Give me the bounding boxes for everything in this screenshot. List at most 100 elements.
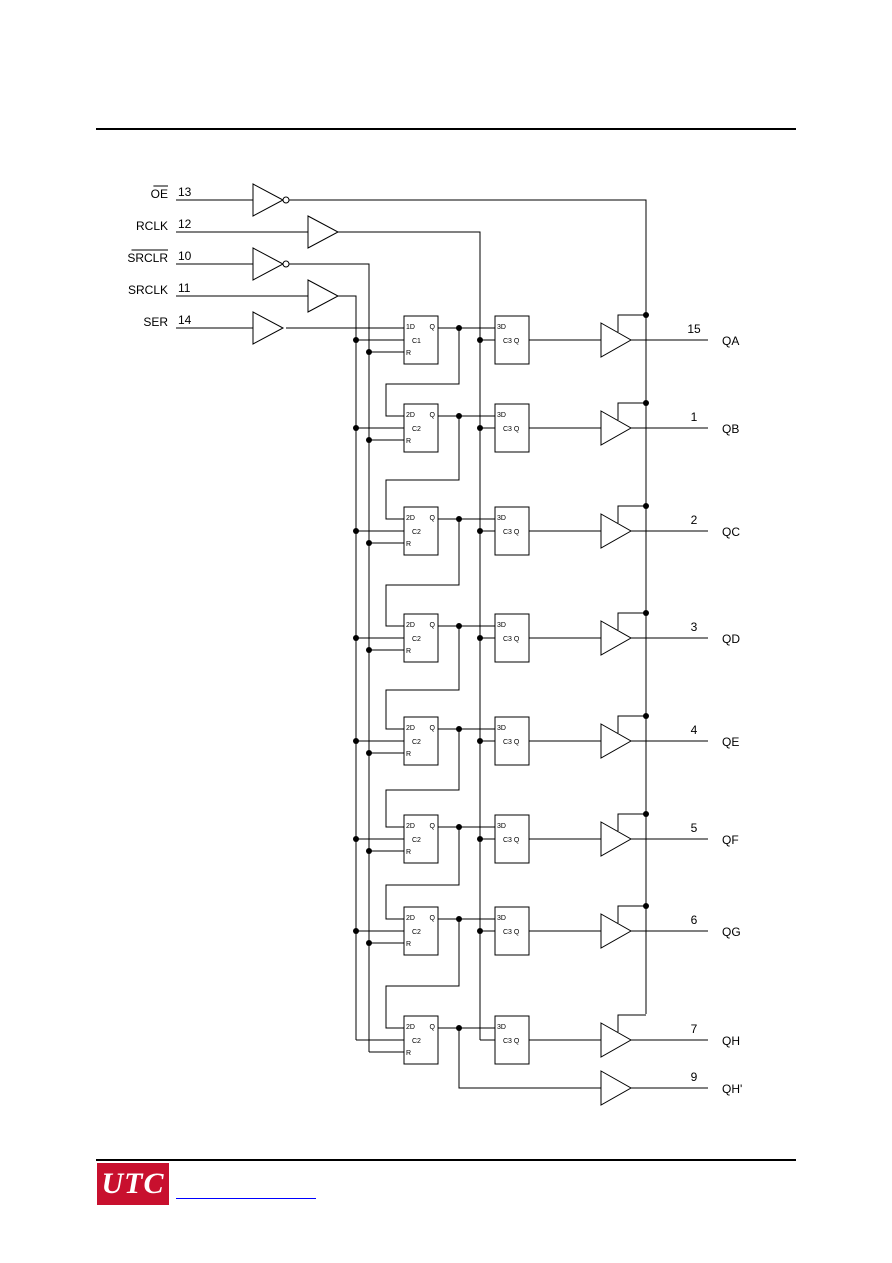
ff-clk-label: C2: [412, 529, 421, 536]
ff-q-label: Q: [430, 515, 436, 522]
rclk-junction: [477, 635, 483, 641]
ff-q-label: Q: [430, 725, 436, 732]
ff-q-label: Q: [430, 915, 436, 922]
clock-junction: [353, 528, 359, 534]
q-junction: [456, 325, 462, 331]
output-buffer-1: [600, 322, 633, 358]
output-enable-wire: [617, 715, 646, 733]
shift-feedback-wire: [385, 729, 460, 828]
output-pin-6: 5: [691, 821, 698, 835]
latch-clk-label: C3 Q: [503, 1038, 520, 1045]
clear-junction: [366, 647, 372, 653]
shift-feedback-wire: [385, 827, 460, 920]
ff-q-label: Q: [430, 622, 436, 629]
input-pin-srclr: 10: [178, 249, 192, 263]
logo-text: UTC: [101, 1167, 165, 1200]
enable-junction: [643, 503, 649, 509]
ff-r-label: R: [406, 350, 411, 357]
ff-clk-label: C2: [412, 636, 421, 643]
output-buffer-4: [600, 620, 633, 656]
utc-logo: UTC: [97, 1163, 169, 1205]
shift-flipflop-4: [403, 613, 439, 663]
q-junction: [456, 916, 462, 922]
output-pin-8: 7: [691, 1022, 698, 1036]
output-buffer-6: [600, 821, 633, 857]
enable-junction: [643, 713, 649, 719]
ff-d-label: 1D: [406, 324, 415, 331]
srclk-bus: [338, 295, 357, 1040]
latch-clk-label: C3 Q: [503, 739, 520, 746]
ff-clk-label: C2: [412, 1038, 421, 1045]
output-label-4: QD: [722, 632, 740, 646]
input-pin-ser: 14: [178, 313, 192, 327]
ff-clk-label: C2: [412, 739, 421, 746]
input-buffer-oe: [252, 183, 285, 217]
ff-r-label: R: [406, 648, 411, 655]
latch-clk-label: C3 Q: [503, 426, 520, 433]
input-pin-srclk: 11: [178, 281, 191, 295]
enable-junction: [643, 610, 649, 616]
output-label-3: QC: [722, 525, 740, 539]
output-pin-2: 1: [691, 410, 698, 424]
input-label-oe: OE: [151, 187, 168, 201]
clock-junction: [353, 425, 359, 431]
srclr-bus: [289, 263, 370, 1052]
clear-junction: [366, 437, 372, 443]
ff-d-label: 2D: [406, 622, 415, 629]
rclk-junction: [477, 928, 483, 934]
shift-feedback-wire: [385, 328, 460, 417]
footer-link[interactable]: [176, 1190, 316, 1199]
ff-r-label: R: [406, 849, 411, 856]
ff-r-label: R: [406, 438, 411, 445]
shift-feedback-wire: [385, 519, 460, 627]
q-junction: [456, 516, 462, 522]
latch-d-label: 3D: [497, 823, 506, 830]
input-label-ser: SER: [143, 315, 168, 329]
serial-out-wire: [458, 1028, 601, 1089]
latch-clk-label: C3 Q: [503, 636, 520, 643]
input-buffer-srclk: [307, 279, 340, 313]
rclk-junction: [477, 337, 483, 343]
ff-d-label: 2D: [406, 515, 415, 522]
shift-flipflop-3: [403, 506, 439, 556]
output-label-6: QF: [722, 833, 739, 847]
clear-junction: [366, 540, 372, 546]
shift-flipflop-7: [403, 906, 439, 956]
rclk-junction: [477, 836, 483, 842]
enable-junction: [643, 400, 649, 406]
clear-junction: [366, 750, 372, 756]
latch-clk-label: C3 Q: [503, 338, 520, 345]
clock-junction: [353, 738, 359, 744]
serial-out-pin: 9: [691, 1070, 698, 1084]
rclk-junction: [477, 528, 483, 534]
storage-latch-8: [494, 1015, 530, 1065]
shift-flipflop-6: [403, 814, 439, 864]
inverter-bubble-srclr: [282, 260, 290, 268]
output-label-2: QB: [722, 422, 739, 436]
shift-feedback-wire: [385, 626, 460, 730]
input-pin-rclk: 12: [178, 217, 192, 231]
latch-d-label: 3D: [497, 412, 506, 419]
shift-flipflop-5: [403, 716, 439, 766]
ff-q-label: Q: [430, 1024, 436, 1031]
output-pin-5: 4: [691, 723, 698, 737]
ff-q-label: Q: [430, 324, 436, 331]
output-enable-wire: [617, 1014, 646, 1032]
ff-clk-label: C1: [412, 338, 421, 345]
ff-q-label: Q: [430, 823, 436, 830]
ff-d-label: 2D: [406, 1024, 415, 1031]
clear-junction: [366, 940, 372, 946]
q-junction: [456, 623, 462, 629]
rclk-junction: [477, 425, 483, 431]
rclk-bus: [338, 231, 481, 1040]
oe-enable-bus: [286, 199, 647, 1014]
ff-d-label: 2D: [406, 725, 415, 732]
q-junction: [456, 413, 462, 419]
output-pin-4: 3: [691, 620, 698, 634]
shift-flipflop-2: [403, 403, 439, 453]
clock-junction: [353, 635, 359, 641]
ff-r-label: R: [406, 751, 411, 758]
q-junction: [456, 1025, 462, 1031]
clear-junction: [366, 349, 372, 355]
